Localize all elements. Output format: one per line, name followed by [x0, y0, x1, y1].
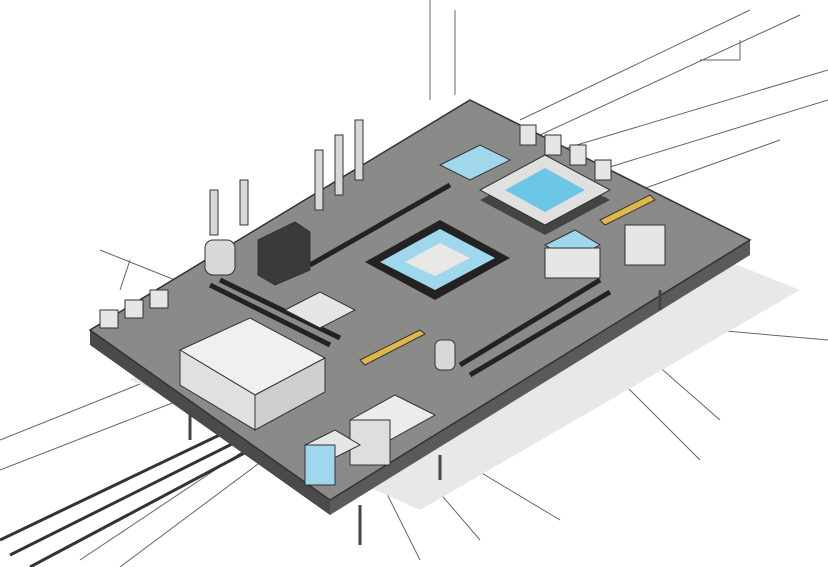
components [99, 124, 666, 486]
cpu-socket [365, 220, 510, 300]
board-side [90, 330, 330, 515]
cables [0, 428, 251, 567]
board-side-right [330, 240, 750, 515]
capacitors [204, 119, 456, 371]
chipset-module [478, 154, 612, 235]
board-legs [188, 290, 662, 545]
